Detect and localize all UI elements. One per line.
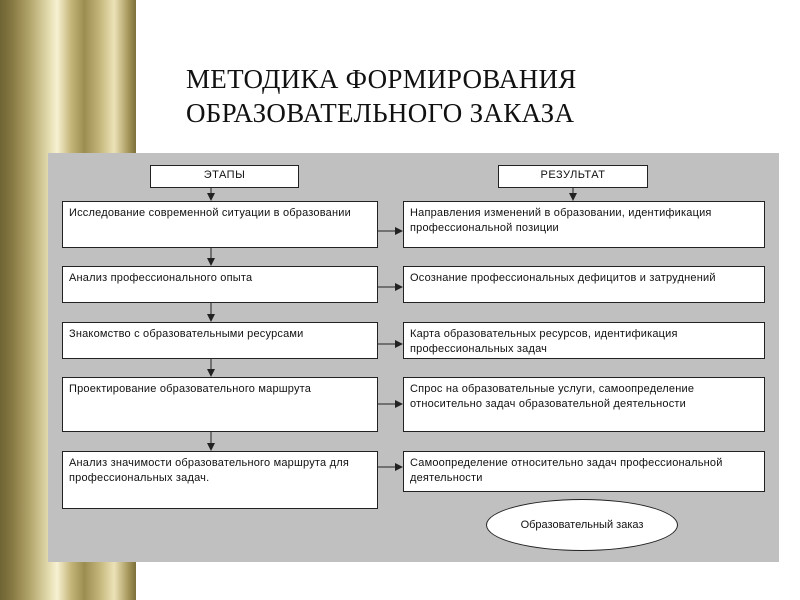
slide-title: МЕТОДИКА ФОРМИРОВАНИЯ ОБРАЗОВАТЕЛЬНОГО З…	[186, 62, 577, 130]
result-box-5: Самоопределение относительно задач профе…	[403, 451, 765, 492]
result-box-4: Спрос на образовательные услуги, самоопр…	[403, 377, 765, 432]
header-stages: ЭТАПЫ	[150, 165, 299, 188]
stage-box-4: Проектирование образовательного маршрута	[62, 377, 378, 432]
title-line-1: МЕТОДИКА ФОРМИРОВАНИЯ	[186, 62, 577, 96]
header-result: РЕЗУЛЬТАТ	[498, 165, 648, 188]
stage-box-5: Анализ значимости образовательного маршр…	[62, 451, 378, 509]
title-line-2: ОБРАЗОВАТЕЛЬНОГО ЗАКАЗА	[186, 96, 577, 130]
stage-box-1: Исследование современной ситуации в обра…	[62, 201, 378, 248]
final-oval: Образовательный заказ	[486, 499, 678, 551]
result-box-2: Осознание профессиональных дефицитов и з…	[403, 266, 765, 303]
result-box-3: Карта образовательных ресурсов, идентифи…	[403, 322, 765, 359]
result-box-1: Направления изменений в образовании, иде…	[403, 201, 765, 248]
stage-box-2: Анализ профессионального опыта	[62, 266, 378, 303]
stage-box-3: Знакомство с образовательными ресурсами	[62, 322, 378, 359]
